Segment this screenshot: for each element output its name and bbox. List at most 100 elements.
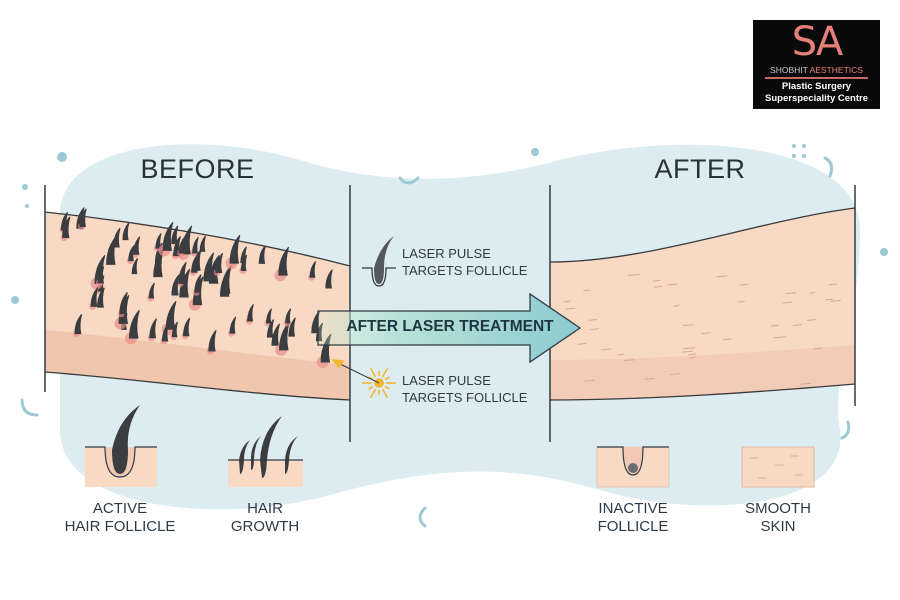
hair-strand [193, 249, 202, 271]
logo-tagline-line2: Superspeciality Centre [765, 93, 868, 104]
hair-strand [247, 304, 254, 322]
top-laser-label: LASER PULSE TARGETS FOLLICLE [402, 245, 527, 279]
hair-strand [148, 282, 155, 299]
hair-strand [229, 234, 241, 264]
hair-strand [194, 274, 202, 293]
hair-strand [133, 236, 141, 255]
hair-strand [119, 292, 128, 315]
laser-ray [368, 385, 374, 390]
hair-strand [62, 216, 71, 239]
texture-mark [701, 332, 711, 335]
hair-strand [171, 321, 178, 338]
hair-strand [112, 227, 121, 248]
hair-strand [165, 300, 177, 330]
hair-strand [122, 222, 130, 241]
texture-mark [739, 283, 749, 286]
hair-strand [155, 233, 162, 249]
label-line: GROWTH [230, 518, 300, 535]
hair-follicles [59, 207, 333, 368]
hair-strand [240, 254, 248, 272]
hair-strand [288, 317, 296, 337]
texture-mark [682, 324, 695, 327]
hair-strand [215, 252, 224, 274]
hair-strand [161, 323, 169, 342]
label-line: SMOOTH [745, 500, 811, 517]
bottom-laser-label-line2: TARGETS FOLLICLE [402, 390, 528, 405]
laser-ray [384, 376, 390, 381]
texture-mark [563, 300, 571, 303]
hair-strand [199, 235, 207, 252]
texture-mark [590, 328, 600, 331]
texture-mark [652, 279, 661, 282]
arrow-label: AFTER LASER TREATMENT [346, 318, 554, 335]
skin-texture [563, 273, 841, 385]
bottom-laser-label-line1: LASER PULSE [402, 373, 491, 388]
before-skin-lower [45, 330, 350, 400]
texture-mark [774, 336, 786, 339]
label-line: HAIR FOLLICLE [64, 518, 176, 535]
texture-mark [588, 318, 597, 321]
hair-strand [266, 319, 275, 338]
hair-strand [90, 287, 99, 307]
texture-mark [600, 348, 612, 351]
texture-mark [830, 299, 841, 302]
hair-strand [128, 245, 135, 262]
texture-mark [645, 377, 655, 380]
treatment-arrow [317, 292, 582, 364]
hair-strand [162, 222, 174, 251]
label-line: INACTIVE [598, 500, 668, 517]
texture-mark [583, 379, 595, 382]
logo-initials: SA [791, 19, 844, 65]
hair-strand [131, 258, 139, 275]
hair-strand [97, 266, 105, 284]
hair-strand [183, 317, 191, 337]
laser-ray [381, 367, 389, 378]
after-heading: AFTER [654, 154, 746, 184]
label-line: FOLLICLE [597, 518, 669, 535]
hair-strand [192, 236, 199, 254]
texture-mark [577, 342, 587, 345]
before-heading: BEFORE [140, 154, 255, 184]
follicle-target-icon [362, 236, 396, 287]
logo-name-part2: AESTHETICS [809, 65, 863, 75]
hair-growth-icon [228, 416, 303, 487]
texture-mark [737, 300, 745, 303]
laser-ray [369, 388, 377, 399]
logo-name: SHOBHIT AESTHETICS [753, 65, 880, 75]
texture-mark [683, 347, 696, 350]
texture-mark [792, 324, 802, 327]
hair-strand [205, 261, 213, 279]
laser-ray [384, 385, 390, 390]
decor-dots [11, 144, 888, 304]
texture-mark [688, 353, 697, 356]
texture-mark [668, 283, 678, 286]
hair-strand [149, 318, 157, 339]
texture-mark [770, 324, 779, 327]
top-laser-label-line1: LASER PULSE [402, 246, 491, 261]
texture-mark [653, 285, 662, 288]
label-line: HAIR [247, 500, 283, 517]
texture-mark [617, 353, 625, 356]
texture-mark [583, 289, 591, 292]
active-follicle-icon [85, 405, 157, 487]
texture-mark [785, 292, 797, 295]
texture-mark [689, 356, 696, 359]
logo-tagline-line1: Plastic Surgery [781, 81, 852, 92]
laser-pulse-icon [331, 359, 396, 399]
hair-strand [97, 287, 105, 308]
hair-strand [171, 225, 179, 245]
texture-mark [716, 275, 728, 278]
texture-mark [782, 301, 793, 304]
hair-strand [74, 314, 83, 335]
hair-strand [208, 329, 217, 352]
hair-strand [178, 235, 186, 254]
smooth-skin-icon [741, 446, 815, 488]
texture-mark [828, 283, 837, 286]
hair-strand [266, 308, 272, 324]
logo-name-part1: SHOBHIT [770, 65, 808, 75]
